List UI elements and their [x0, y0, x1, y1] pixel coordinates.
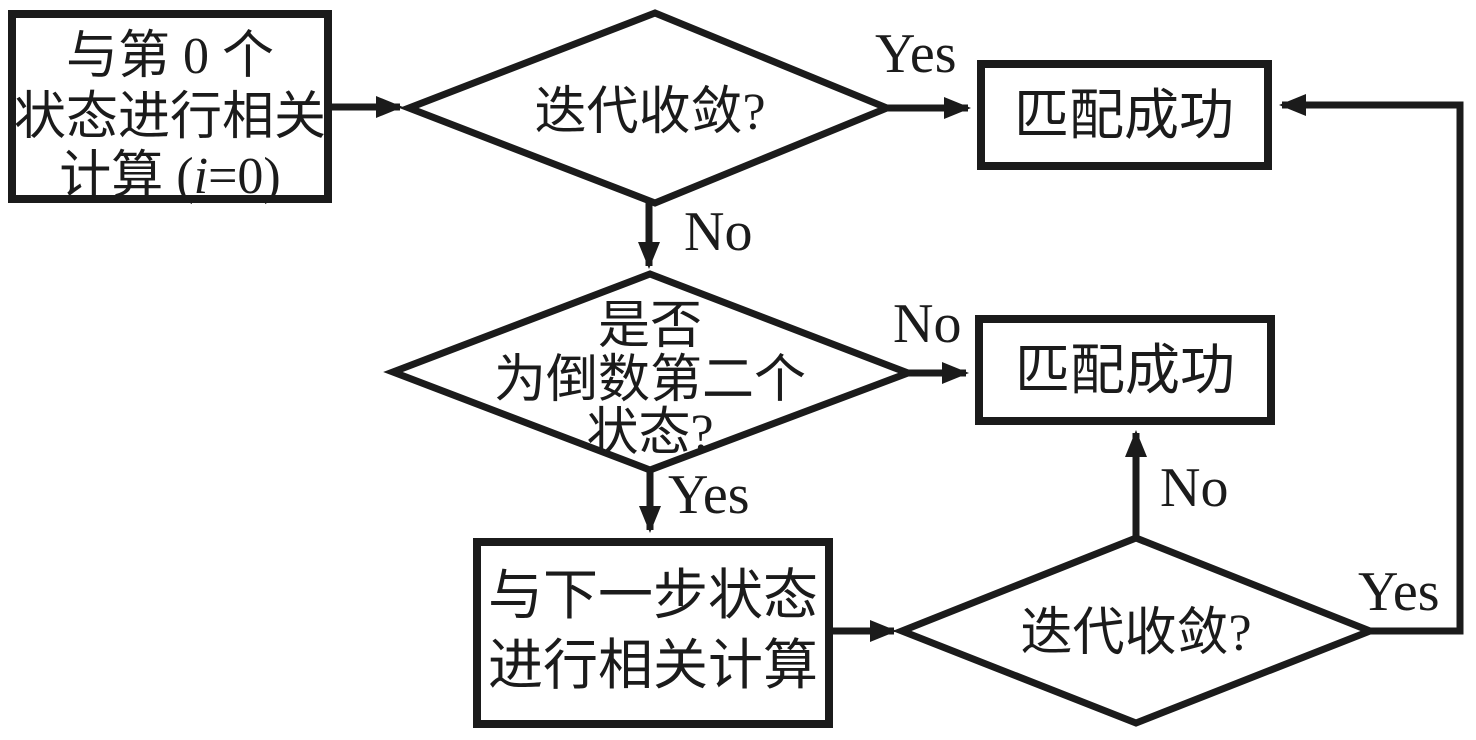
- node-start-line3-post: =0): [208, 148, 281, 205]
- node-success2-label: 匹配成功: [1015, 340, 1235, 401]
- node-start-line3-italic-i: i: [194, 148, 208, 205]
- node-second-last-line1: 是否: [598, 298, 702, 355]
- label-second-last-no: No: [893, 293, 961, 355]
- node-next-state-line2: 进行相关计算: [488, 635, 818, 696]
- node-converge2-diamond: [892, 534, 1380, 727]
- node-start-box: [8, 10, 332, 203]
- label-converge2-no: No: [1160, 457, 1228, 519]
- node-second-last-line3: 状态?: [586, 405, 713, 462]
- label-second-last-yes: Yes: [668, 464, 749, 526]
- node-converge1-diamond: [399, 9, 897, 207]
- edge-converge2-yes-to-success1: [1279, 94, 1464, 635]
- label-converge2-yes: Yes: [1358, 561, 1439, 623]
- node-converge1-label: 迭代收敛?: [534, 84, 765, 141]
- node-next-state-line1: 与下一步状态: [488, 565, 818, 626]
- node-success1-label: 匹配成功: [1014, 85, 1234, 146]
- label-converge1-yes: Yes: [875, 23, 956, 85]
- label-converge1-no: No: [684, 201, 752, 263]
- node-second-last-diamond: [383, 270, 918, 474]
- node-start-line1: 与第 0 个: [66, 28, 274, 85]
- node-success2-box: [975, 315, 1275, 425]
- node-next-state-box: [473, 538, 833, 728]
- node-second-last-line2: 为倒数第二个: [494, 352, 806, 409]
- node-converge2-label: 迭代收敛?: [1020, 605, 1251, 662]
- node-success1-box: [977, 60, 1272, 170]
- node-start-line2: 状态进行相关: [14, 89, 326, 146]
- node-start-line3: 计算 (i=0): [59, 148, 280, 205]
- node-start-line3-pre: 计算 (: [59, 148, 193, 205]
